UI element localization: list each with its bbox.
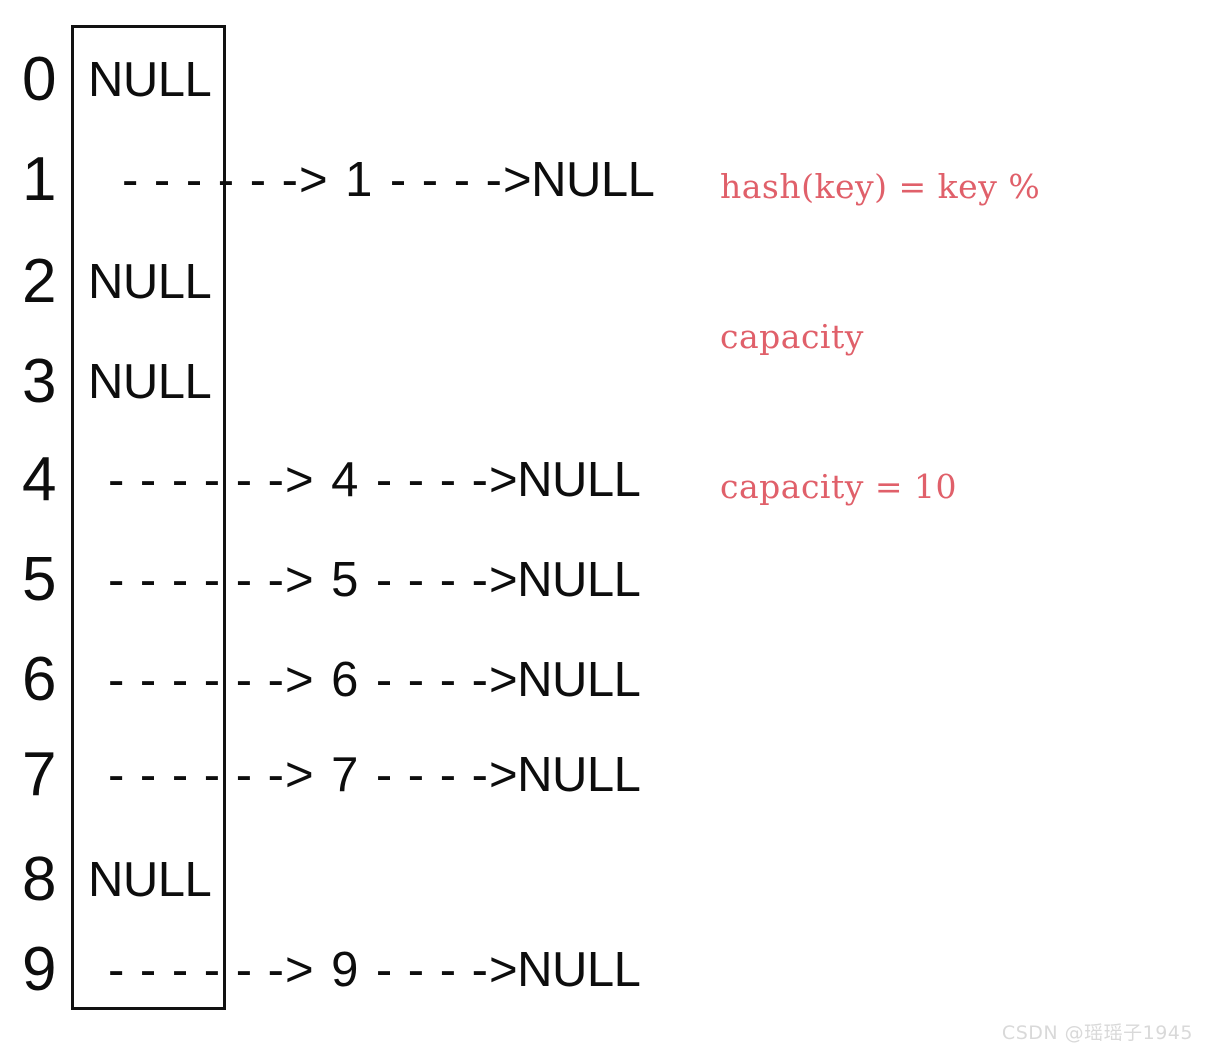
bucket-index-label: 0 bbox=[22, 45, 56, 114]
bucket-chain: - - - - - ->6- - - ->NULL bbox=[108, 630, 641, 730]
arrow-head-icon: > bbox=[489, 748, 518, 802]
chain-dash-segment: - - - - bbox=[375, 653, 489, 707]
bucket-index-label: 7 bbox=[22, 740, 56, 809]
bucket-row: 1 - - - - - ->1- - - ->NULL bbox=[0, 130, 1217, 230]
watermark-label: CSDN @瑶瑶子1945 bbox=[1001, 1022, 1193, 1044]
bucket-index-label: 1 bbox=[22, 145, 56, 214]
chain-node-key: 4 bbox=[331, 453, 358, 507]
arrow-head-icon: > bbox=[489, 553, 518, 607]
arrow-head-icon: > bbox=[489, 943, 518, 997]
bucket-row: 7 - - - - - ->7- - - ->NULL bbox=[0, 725, 1217, 825]
arrow-head-icon: > bbox=[489, 653, 518, 707]
arrow-head-icon: > bbox=[284, 653, 314, 707]
bucket-index-label: 3 bbox=[22, 347, 56, 416]
hash-function-annotation: hash(key) = key % capacity capacity = 10 bbox=[720, 62, 1150, 612]
bucket-null-value: NULL bbox=[88, 355, 212, 409]
chain-dash-segment: - - - - bbox=[375, 748, 489, 802]
bucket-row: 3 NULL bbox=[0, 332, 1217, 432]
arrow-head-icon: > bbox=[284, 453, 314, 507]
chain-node-key: 6 bbox=[331, 653, 358, 707]
arrow-head-icon: > bbox=[284, 943, 314, 997]
chain-node-key: 1 bbox=[345, 153, 372, 207]
chain-node-key: 9 bbox=[331, 943, 358, 997]
annotation-line-3: capacity = 10 bbox=[720, 467, 958, 506]
chain-tail-null: NULL bbox=[517, 748, 641, 802]
chain-node-key: 7 bbox=[331, 748, 358, 802]
annotation-line-2: capacity bbox=[720, 317, 864, 356]
chain-tail-null: NULL bbox=[517, 553, 641, 607]
chain-dash-segment: - - - - bbox=[375, 943, 489, 997]
bucket-row: 6 - - - - - ->6- - - ->NULL bbox=[0, 630, 1217, 730]
bucket-index-label: 2 bbox=[22, 247, 56, 316]
chain-dash-segment: - - - - - - bbox=[108, 653, 285, 707]
bucket-chain: - - - - - ->1- - - ->NULL bbox=[122, 130, 655, 230]
chain-dash-segment: - - - - bbox=[375, 553, 489, 607]
chain-tail-null: NULL bbox=[517, 453, 641, 507]
bucket-row: 5 - - - - - ->5- - - ->NULL bbox=[0, 530, 1217, 630]
chain-tail-null: NULL bbox=[517, 943, 641, 997]
bucket-row: 4 - - - - - ->4- - - ->NULL bbox=[0, 430, 1217, 530]
chain-dash-segment: - - - - - - bbox=[108, 943, 285, 997]
bucket-row: 8 NULL bbox=[0, 830, 1217, 930]
arrow-head-icon: > bbox=[489, 453, 518, 507]
bucket-null-value: NULL bbox=[88, 255, 212, 309]
chain-dash-segment: - - - - - - bbox=[122, 153, 299, 207]
bucket-null-value: NULL bbox=[88, 53, 212, 107]
bucket-row: 2 NULL bbox=[0, 232, 1217, 332]
annotation-line-1: hash(key) = key % bbox=[720, 167, 1041, 206]
arrow-head-icon: > bbox=[298, 153, 328, 207]
bucket-index-label: 8 bbox=[22, 845, 56, 914]
arrow-head-icon: > bbox=[503, 153, 532, 207]
chain-dash-segment: - - - - bbox=[389, 153, 503, 207]
bucket-chain: - - - - - ->9- - - ->NULL bbox=[108, 920, 641, 1020]
chain-node-key: 5 bbox=[331, 553, 358, 607]
bucket-chain: - - - - - ->7- - - ->NULL bbox=[108, 725, 641, 825]
arrow-head-icon: > bbox=[284, 553, 314, 607]
bucket-array-box bbox=[71, 25, 226, 1010]
bucket-index-label: 4 bbox=[22, 445, 56, 514]
chain-dash-segment: - - - - bbox=[375, 453, 489, 507]
chain-tail-null: NULL bbox=[517, 653, 641, 707]
chain-dash-segment: - - - - - - bbox=[108, 453, 285, 507]
chain-tail-null: NULL bbox=[531, 153, 655, 207]
bucket-null-value: NULL bbox=[88, 853, 212, 907]
bucket-row: 0 NULL bbox=[0, 30, 1217, 130]
bucket-index-label: 5 bbox=[22, 545, 56, 614]
chain-dash-segment: - - - - - - bbox=[108, 553, 285, 607]
bucket-index-label: 6 bbox=[22, 645, 56, 714]
bucket-chain: - - - - - ->5- - - ->NULL bbox=[108, 530, 641, 630]
bucket-index-label: 9 bbox=[22, 935, 56, 1004]
arrow-head-icon: > bbox=[284, 748, 314, 802]
bucket-row: 9 - - - - - ->9- - - ->NULL bbox=[0, 920, 1217, 1020]
chain-dash-segment: - - - - - - bbox=[108, 748, 285, 802]
bucket-chain: - - - - - ->4- - - ->NULL bbox=[108, 430, 641, 530]
